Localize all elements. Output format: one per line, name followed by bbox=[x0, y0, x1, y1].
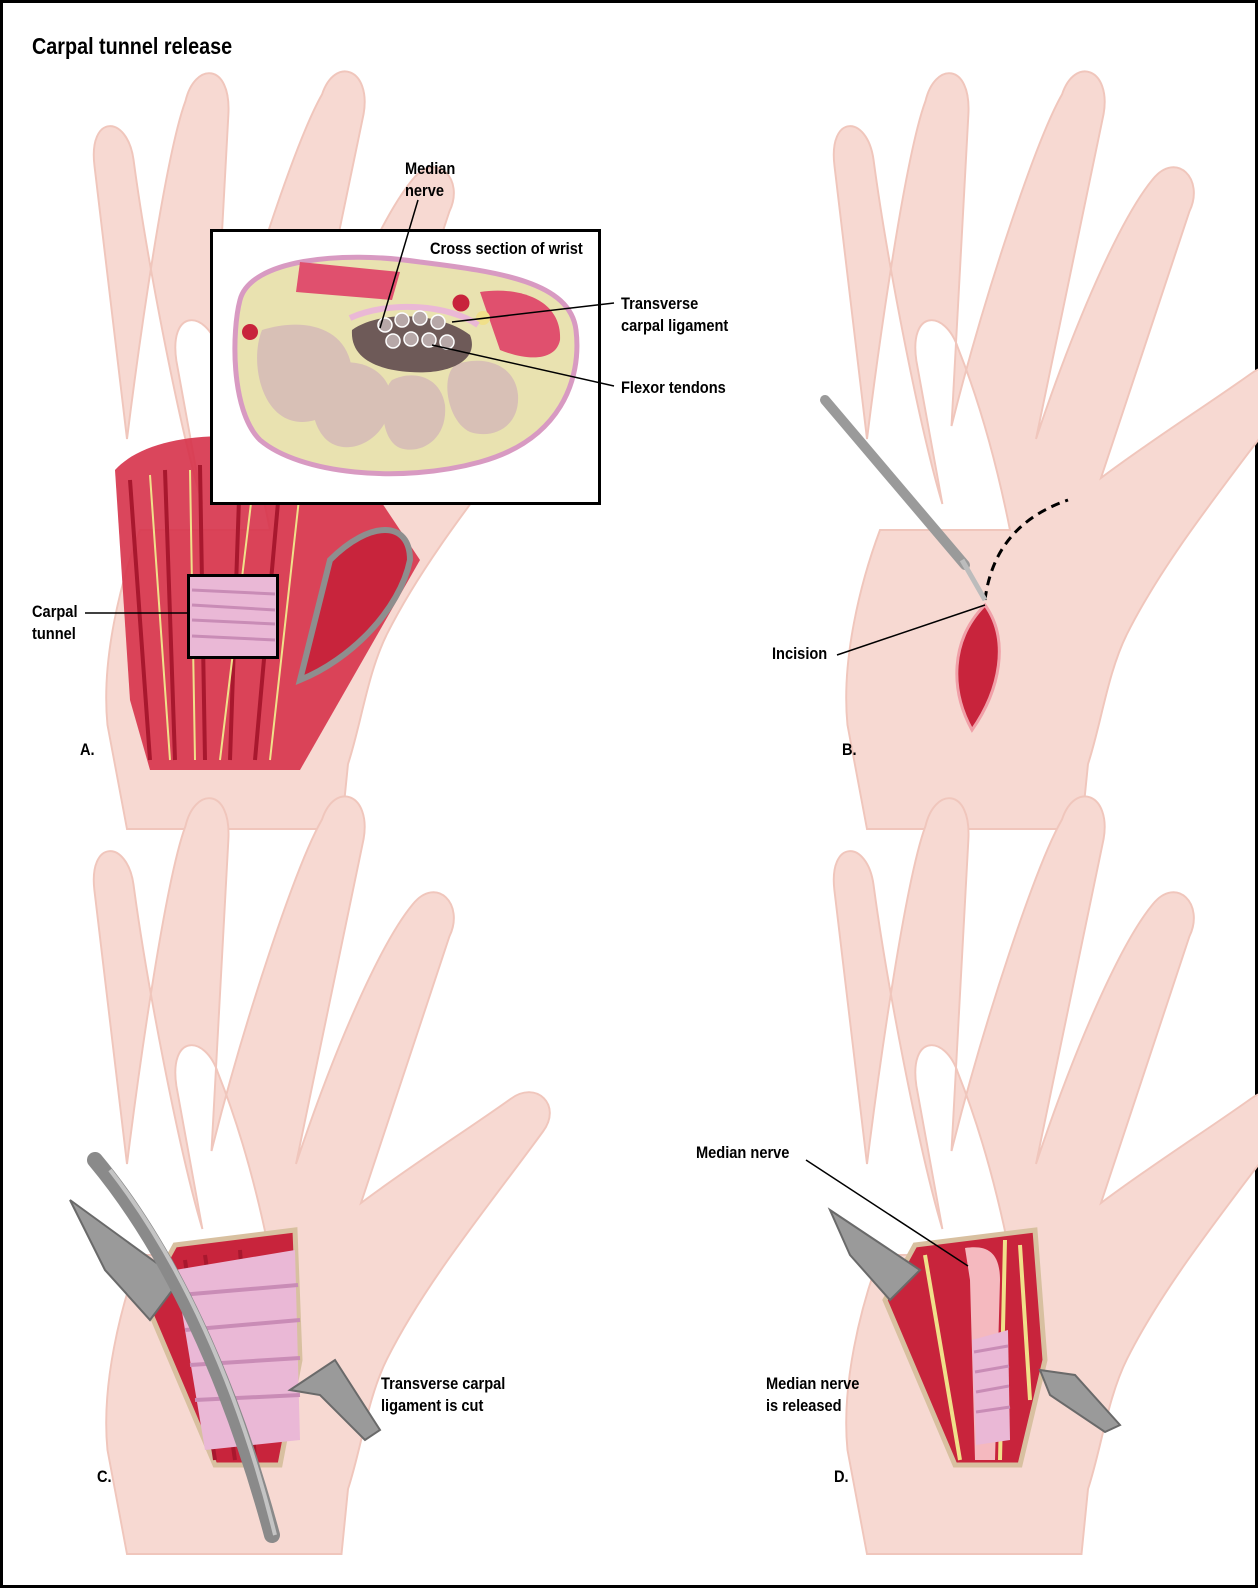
panel-a-ligament bbox=[190, 577, 276, 657]
panel-d-released-label: Median nerve is released bbox=[766, 1373, 859, 1417]
panel-d-letter: D. bbox=[834, 1466, 849, 1488]
panel-c-illustration bbox=[70, 796, 550, 1554]
panel-b-hand bbox=[834, 71, 1258, 829]
panel-a-median-nerve-label: Median nerve bbox=[405, 158, 455, 202]
panel-b-illustration bbox=[825, 71, 1258, 829]
panel-a-tunnel-label: Carpal tunnel bbox=[32, 601, 78, 645]
panel-d-illustration bbox=[806, 796, 1258, 1554]
panel-a-ligament-label: Transverse carpal ligament bbox=[621, 293, 728, 337]
panel-d-hand bbox=[834, 796, 1258, 1554]
panel-a-tendons-label: Flexor tendons bbox=[621, 377, 726, 399]
panel-d-nerve-label: Median nerve bbox=[696, 1142, 789, 1164]
panel-a-illustration bbox=[85, 71, 614, 829]
panel-c-hand bbox=[94, 796, 550, 1554]
panel-a-letter: A. bbox=[80, 739, 95, 761]
panel-b-letter: B. bbox=[842, 739, 857, 761]
panel-c-cut-label: Transverse carpal ligament is cut bbox=[381, 1373, 505, 1417]
panel-b-incision-label: Incision bbox=[772, 643, 827, 665]
panel-c-letter: C. bbox=[97, 1466, 112, 1488]
figure-title: Carpal tunnel release bbox=[32, 33, 232, 59]
panel-a-inset-title: Cross section of wrist bbox=[430, 238, 583, 260]
